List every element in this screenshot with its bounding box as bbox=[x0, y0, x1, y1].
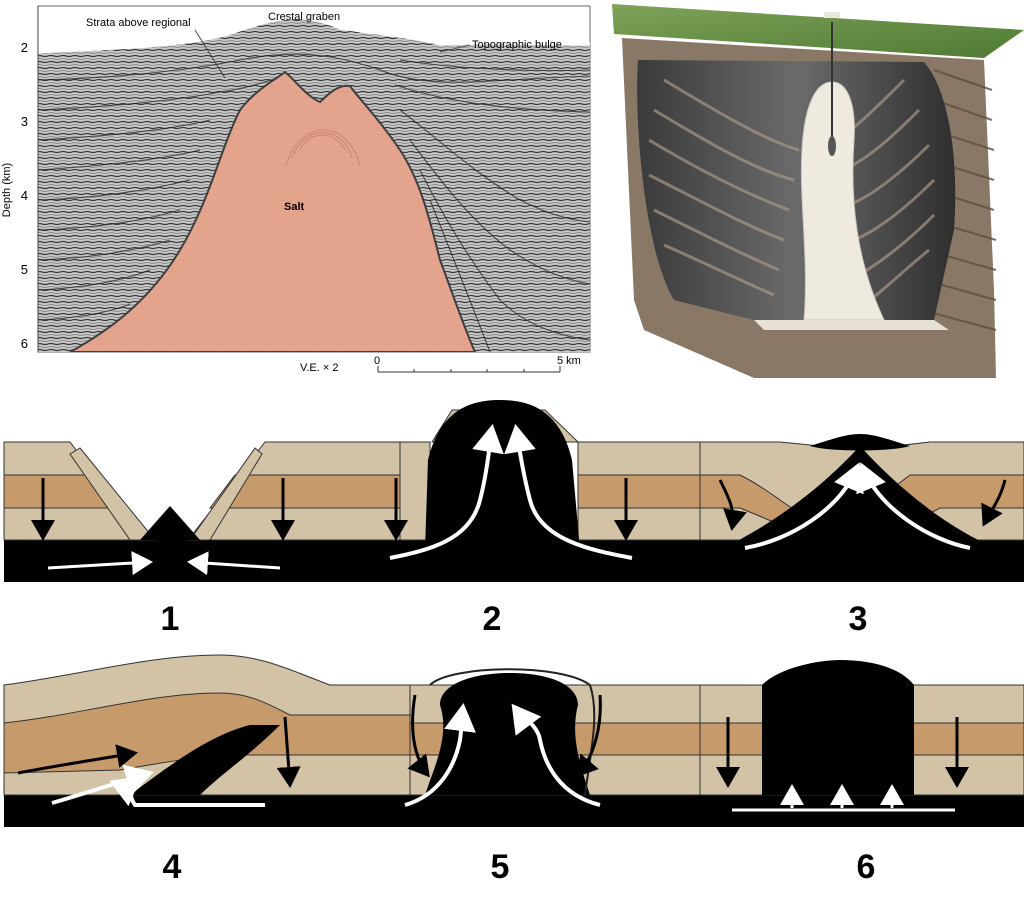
scale-start: 0 bbox=[374, 355, 380, 367]
graben-label: Crestal graben bbox=[268, 11, 340, 23]
y-tick-2: 2 bbox=[21, 40, 28, 55]
diagram-label-6: 6 bbox=[856, 848, 876, 886]
salt-label: Salt bbox=[284, 201, 305, 213]
diagram-1 bbox=[3, 441, 401, 576]
bulge-label: Topographic bulge bbox=[472, 39, 562, 51]
diagram-2 bbox=[384, 400, 701, 560]
building bbox=[824, 12, 840, 18]
diagram-label-5: 5 bbox=[490, 848, 510, 886]
diagram-label-4: 4 bbox=[162, 848, 182, 886]
diagram-row-1 bbox=[3, 400, 1024, 582]
diagram-label-2: 2 bbox=[482, 600, 502, 638]
cutaway-cavity bbox=[637, 60, 956, 320]
diagram-3 bbox=[699, 434, 1024, 550]
bulge-leader bbox=[439, 44, 471, 53]
seismic-reflectors bbox=[38, 53, 590, 352]
diagram-4 bbox=[3, 654, 411, 807]
diagram-label-3: 3 bbox=[848, 600, 868, 638]
y-tick-6: 6 bbox=[21, 336, 28, 351]
storage-cavern bbox=[828, 136, 836, 156]
seismic-section: 2 3 4 5 6 Depth (km) Strata above region… bbox=[1, 5, 591, 374]
salt-dome-block-diagram bbox=[612, 4, 1024, 378]
ve-label: V.E. × 2 bbox=[300, 362, 338, 374]
diagram-row-2 bbox=[3, 654, 1024, 827]
diagram-label-1: 1 bbox=[160, 600, 180, 638]
ground-surface bbox=[612, 4, 1024, 58]
strata-label: Strata above regional bbox=[86, 17, 191, 29]
diagram-5 bbox=[404, 668, 701, 807]
y-tick-5: 5 bbox=[21, 262, 28, 277]
scale-bar bbox=[377, 366, 561, 373]
y-axis: 2 3 4 5 6 Depth (km) bbox=[1, 6, 39, 352]
salt-body bbox=[69, 70, 477, 352]
salt-base bbox=[754, 320, 949, 330]
diagram-6 bbox=[699, 660, 1024, 812]
y-tick-3: 3 bbox=[21, 114, 28, 129]
strata-leader bbox=[194, 29, 226, 79]
scale-end: 5 km bbox=[557, 355, 581, 367]
y-tick-4: 4 bbox=[21, 188, 28, 203]
y-axis-label: Depth (km) bbox=[1, 163, 13, 217]
